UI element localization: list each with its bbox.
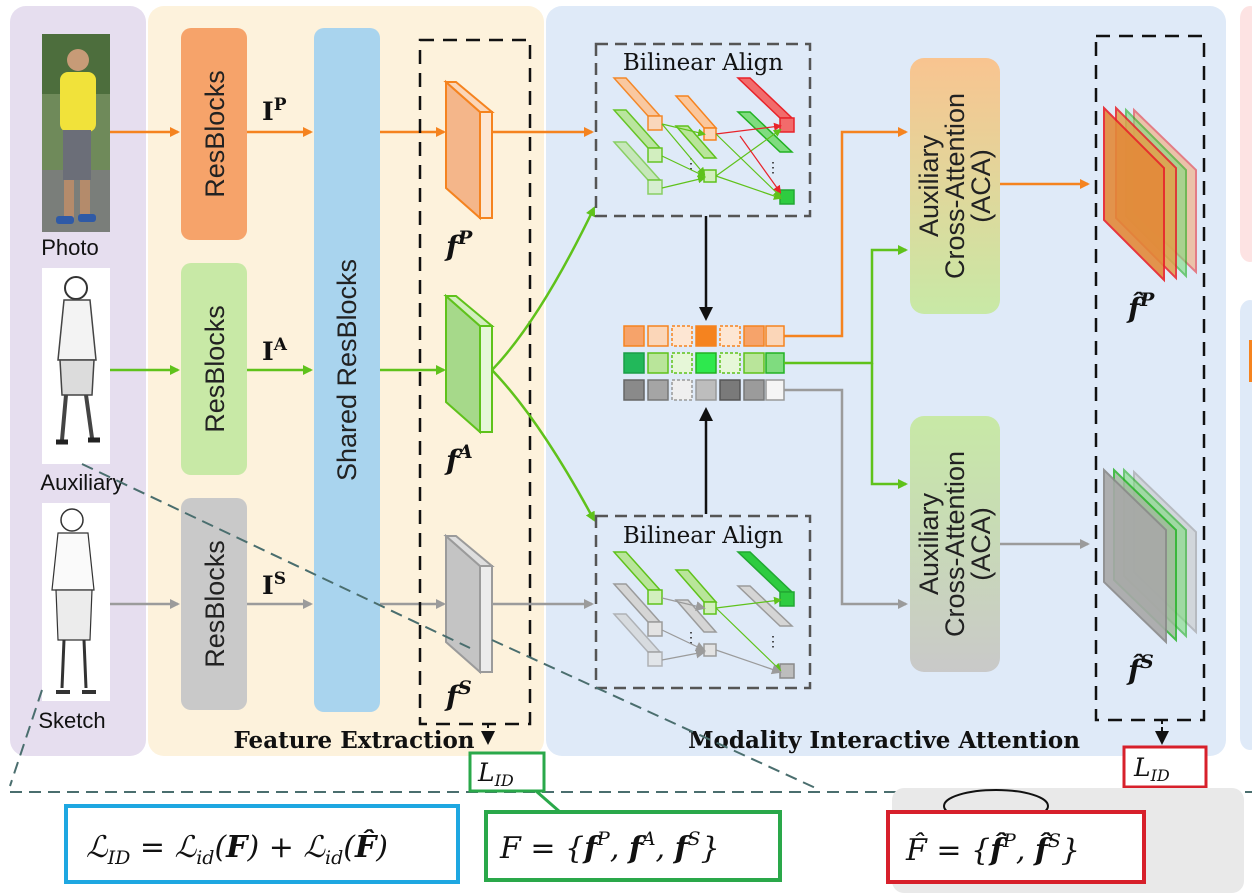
right-edge-panel-bottom bbox=[1240, 300, 1252, 750]
aca-top bbox=[910, 58, 1000, 314]
outputs-dashed-box bbox=[1094, 34, 1206, 722]
aca-top-line3: (ACA) bbox=[966, 149, 996, 223]
resblocks-auxiliary-label: ResBlocks bbox=[200, 305, 230, 433]
output-feature-sketch bbox=[1103, 467, 1197, 645]
aca-top-line2: Cross-Attention bbox=[940, 93, 970, 279]
sketch-image bbox=[42, 503, 110, 701]
features-dashed-box bbox=[418, 38, 532, 726]
input-label-photo: IP bbox=[262, 95, 287, 126]
aca-bottom-line2: Cross-Attention bbox=[940, 451, 970, 637]
formula-total: ℒID = ℒid(F) + ℒid(F̂) bbox=[86, 830, 388, 869]
feature-map-photo bbox=[443, 79, 495, 221]
formula-f: F = {fP, fA, fS} bbox=[499, 828, 720, 866]
right-edge-panel-top bbox=[1240, 6, 1252, 262]
resblocks-sketch bbox=[181, 498, 247, 710]
sketch-label: Sketch bbox=[38, 708, 105, 733]
feature-map-auxiliary bbox=[443, 293, 495, 435]
shared-resblocks-label: Shared ResBlocks bbox=[332, 259, 362, 481]
ellipsis-top-right: ⋮ bbox=[766, 160, 780, 176]
aca-bottom bbox=[910, 416, 1000, 672]
photo-label: Photo bbox=[41, 235, 99, 260]
aca-bottom-line3: (ACA) bbox=[966, 507, 996, 581]
formula-box-total bbox=[64, 804, 460, 884]
shared-resblocks bbox=[314, 28, 380, 712]
bilinear-align-bottom-box bbox=[594, 514, 812, 690]
aca-top-line1: Auxiliary bbox=[914, 134, 944, 237]
formula-fhat: F̂ = {f̂P, f̂S} bbox=[905, 830, 1080, 868]
mia-title: Modality Interactive Attention bbox=[688, 727, 1080, 754]
resblocks-auxiliary bbox=[181, 263, 247, 475]
lid-box-right bbox=[1122, 745, 1208, 789]
ellipsis-bottom-right: ⋮ bbox=[766, 634, 780, 650]
resblocks-sketch-label: ResBlocks bbox=[200, 540, 230, 668]
bilinear-align-top-box bbox=[594, 42, 812, 218]
bilinear-align-bottom-title: Bilinear Align bbox=[623, 523, 783, 549]
right-edge-orange-chip bbox=[1249, 340, 1252, 382]
aligned-tokens bbox=[623, 325, 785, 401]
feature-extraction-title: Feature Extraction bbox=[233, 727, 474, 754]
formula-box-f bbox=[484, 810, 782, 882]
mia-panel bbox=[546, 6, 1226, 756]
bilinear-align-bottom-cubes: ⋮ ⋮ bbox=[612, 551, 795, 679]
input-label-sketch: IS bbox=[262, 569, 286, 600]
output-feature-photo bbox=[1103, 105, 1197, 283]
photo-image bbox=[42, 34, 110, 232]
resblocks-photo bbox=[181, 28, 247, 240]
lid-label-right: LID bbox=[1133, 753, 1170, 785]
bilinear-align-top-title: Bilinear Align bbox=[623, 50, 783, 76]
auxiliary-label: Auxiliary bbox=[40, 470, 123, 495]
resblocks-photo-label: ResBlocks bbox=[200, 70, 230, 198]
auxiliary-image bbox=[42, 268, 110, 464]
lid-label-left: LID bbox=[477, 758, 514, 790]
bilinear-align-top-cubes: ⋮ ⋮ bbox=[612, 77, 795, 205]
formula-box-fhat bbox=[886, 810, 1146, 884]
input-label-auxiliary: IA bbox=[262, 335, 288, 366]
aca-bottom-line1: Auxiliary bbox=[914, 492, 944, 595]
feature-map-sketch bbox=[443, 533, 495, 675]
lid-box-left bbox=[468, 751, 546, 793]
